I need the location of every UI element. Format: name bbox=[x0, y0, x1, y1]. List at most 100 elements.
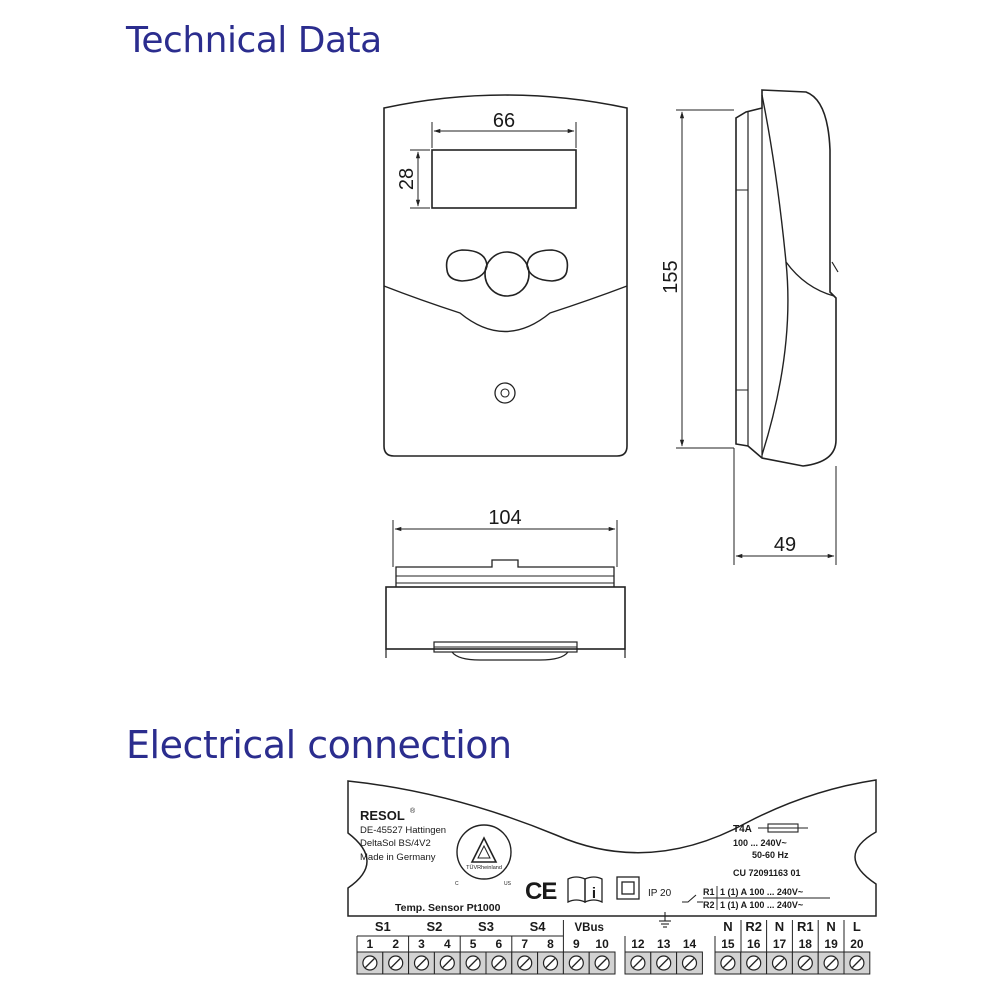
terminal-number: 17 bbox=[773, 937, 787, 951]
info-icon: i bbox=[592, 885, 596, 902]
terminal-number: 12 bbox=[631, 937, 645, 951]
ce-mark: CE bbox=[525, 878, 557, 905]
display-window bbox=[431, 149, 577, 209]
manual-book-icon bbox=[567, 876, 603, 904]
side-knob bbox=[831, 261, 839, 273]
side-cover-curve bbox=[761, 261, 789, 456]
cert-us-text: US bbox=[504, 881, 512, 887]
left-button bbox=[445, 249, 488, 282]
front-view bbox=[383, 94, 628, 457]
technical-data-heading: Technical Data bbox=[126, 20, 382, 61]
terminal-group-label: S1 bbox=[375, 919, 391, 934]
dim-28-label: 28 bbox=[396, 168, 418, 190]
electrical-connection-heading: Electrical connection bbox=[126, 723, 512, 767]
cu-number: CU 72091163 01 bbox=[733, 868, 801, 878]
screw-terminal-icon bbox=[511, 951, 539, 975]
terminal-number: 10 bbox=[595, 937, 609, 951]
terminal-group-label: N bbox=[775, 919, 784, 934]
screw-terminal-icon bbox=[588, 951, 616, 975]
terminal-number: 3 bbox=[418, 937, 425, 951]
bottom-top-edge bbox=[395, 559, 615, 587]
dim-66-label: 66 bbox=[493, 110, 515, 132]
screw-terminal-icon bbox=[537, 951, 564, 975]
terminal-label: RESOL ® DE-45527 Hattingen DeltaSol BS/4… bbox=[347, 779, 877, 975]
terminal-number: 15 bbox=[721, 937, 735, 951]
terminal-number: 19 bbox=[824, 937, 838, 951]
brand-mark: ® bbox=[410, 807, 416, 815]
terminal-number: 13 bbox=[657, 937, 671, 951]
cover-screw-inner bbox=[500, 388, 510, 398]
relay-r2-rating: 1 (1) A 100 ... 240V~ bbox=[720, 900, 803, 910]
front-housing-outline bbox=[383, 94, 628, 457]
terminal-number: 20 bbox=[850, 937, 864, 951]
ground-icon bbox=[659, 912, 671, 928]
screw-terminal-icon bbox=[714, 951, 742, 975]
terminal-group-label: R2 bbox=[745, 919, 762, 934]
screw-terminal-icon bbox=[791, 951, 819, 975]
relay-r1-rating: 1 (1) A 100 ... 240V~ bbox=[720, 887, 803, 897]
terminal-number: 8 bbox=[547, 937, 554, 951]
cover-screw-outer bbox=[494, 382, 516, 404]
terminal-group-label: N bbox=[826, 919, 835, 934]
label-outline bbox=[347, 779, 877, 917]
brand-name: RESOL bbox=[360, 808, 405, 823]
terminal-number: 18 bbox=[799, 937, 813, 951]
bottom-view bbox=[385, 520, 626, 661]
terminal-group-label: S4 bbox=[530, 919, 547, 934]
screw-terminal-strip bbox=[356, 951, 871, 975]
screw-terminal-icon bbox=[356, 951, 384, 975]
screw-terminal-icon bbox=[382, 951, 410, 975]
screw-terminal-icon bbox=[433, 951, 461, 975]
right-button bbox=[526, 249, 569, 282]
dim-155-label: 155 bbox=[660, 260, 682, 293]
ip-rating: IP 20 bbox=[648, 888, 672, 899]
screw-terminal-icon bbox=[817, 951, 845, 975]
frequency-text: 50-60 Hz bbox=[752, 850, 789, 860]
terminal-number: 5 bbox=[470, 937, 477, 951]
terminal-group-label: N bbox=[723, 919, 732, 934]
sensor-label: Temp. Sensor Pt1000 bbox=[395, 902, 501, 914]
screw-terminal-icon bbox=[485, 951, 513, 975]
origin-text: Made in Germany bbox=[360, 852, 436, 863]
screw-terminal-icon bbox=[408, 951, 435, 975]
relay-switch-icon bbox=[682, 894, 703, 903]
terminal-group-label: S3 bbox=[478, 919, 494, 934]
terminal-group-label: R1 bbox=[797, 919, 814, 934]
screw-terminal-icon bbox=[459, 951, 487, 975]
brand-block: RESOL ® DE-45527 Hattingen DeltaSol BS/4… bbox=[360, 807, 446, 863]
model-text: DeltaSol BS/4V2 bbox=[360, 838, 431, 849]
screw-terminal-icon bbox=[740, 951, 768, 975]
tuv-logo-text: TÜVRheinland bbox=[466, 864, 502, 871]
terminal-number: 9 bbox=[573, 937, 580, 951]
cert-c-text: C bbox=[455, 881, 459, 887]
fuse-block: T4A 100 ... 240V~ 50-60 Hz CU 72091163 0… bbox=[733, 823, 808, 878]
terminal-number: 7 bbox=[521, 937, 528, 951]
side-housing-outline bbox=[735, 89, 837, 467]
terminal-number: 4 bbox=[444, 937, 451, 951]
relay-r1-name: R1 bbox=[703, 887, 715, 897]
relay-ratings: R1 1 (1) A 100 ... 240V~ R2 1 (1) A 100 … bbox=[703, 886, 830, 910]
tuv-certification-logo: TÜVRheinland C US bbox=[455, 824, 512, 887]
center-button bbox=[484, 251, 530, 297]
fuse-icon bbox=[767, 823, 799, 833]
front-cover-line bbox=[383, 285, 628, 333]
terminal-number: 14 bbox=[683, 937, 697, 951]
screw-terminal-icon bbox=[843, 951, 871, 975]
dim-104-label: 104 bbox=[488, 507, 521, 529]
terminal-group-label: L bbox=[853, 919, 861, 934]
screw-terminal-icon bbox=[562, 951, 590, 975]
bottom-housing-outline bbox=[385, 586, 626, 650]
relay-r2-name: R2 bbox=[703, 900, 715, 910]
side-view bbox=[676, 89, 839, 565]
terminal-group-label: S2 bbox=[426, 919, 442, 934]
screw-terminal-icon bbox=[624, 951, 652, 975]
screw-terminal-icon bbox=[766, 951, 793, 975]
terminal-number: 6 bbox=[496, 937, 503, 951]
fuse-rating: T4A bbox=[733, 824, 752, 835]
terminal-number: 2 bbox=[392, 937, 399, 951]
side-front-curve bbox=[761, 94, 835, 297]
